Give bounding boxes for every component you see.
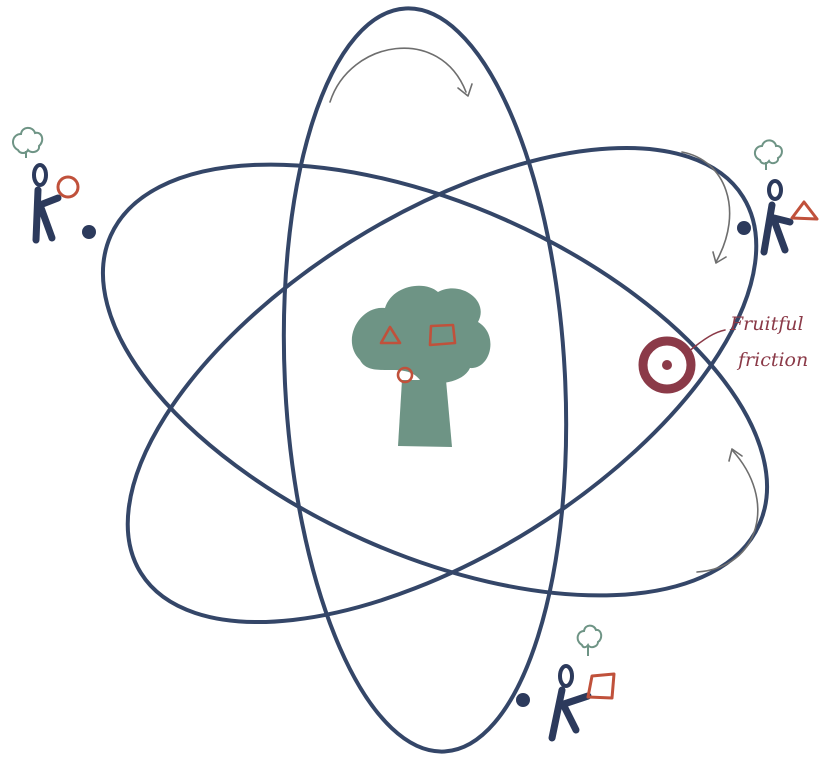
triangle-shape-icon [792, 202, 817, 219]
cloud-thought-icon [755, 140, 782, 170]
direction-arrow-icon [330, 48, 472, 102]
direction-arrow-icon [682, 152, 730, 263]
cloud-thought-icon [13, 128, 42, 158]
square-shape-icon [588, 674, 614, 698]
tree-icon [352, 286, 491, 447]
cloud-thought-icon [578, 626, 602, 656]
orbit-node [516, 693, 530, 707]
orbit-node [82, 225, 96, 239]
friction-label-line1: Fruitful [729, 313, 804, 335]
person-with-triangle [755, 140, 817, 252]
circle-shape-icon [58, 177, 78, 197]
person-icon [34, 165, 58, 240]
friction-label-line2: friction [736, 349, 808, 371]
person-icon [552, 666, 588, 738]
person-with-square [552, 626, 614, 738]
orbit-node [737, 221, 751, 235]
person-with-circle [13, 128, 78, 240]
person-icon [764, 181, 790, 252]
direction-arrow-icon [697, 449, 758, 572]
